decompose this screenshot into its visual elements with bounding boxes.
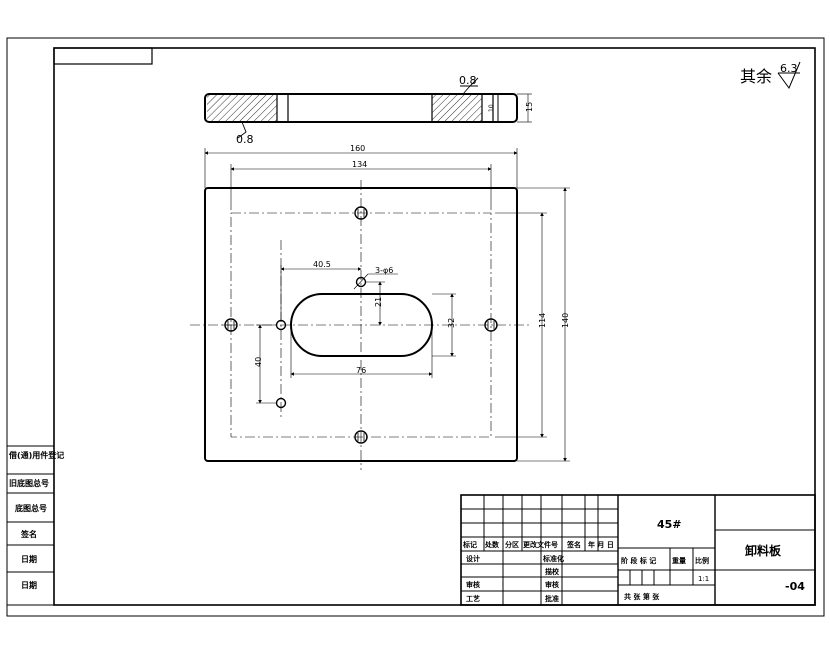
section-view: 0.8 0.8 15 10 <box>204 74 534 146</box>
weight-label: 重量 <box>672 556 686 565</box>
left-row-4: 签名 <box>20 529 37 539</box>
dim-pin-holes: 3-φ6 <box>375 266 393 275</box>
dim-slot-offset: 21 <box>374 297 383 307</box>
label-standardization: 标准化 <box>542 554 564 563</box>
corner-code-box <box>53 47 153 65</box>
left-row-5: 日期 <box>21 554 37 564</box>
roughness-symbol-icon <box>777 61 801 90</box>
label-approve: 批准 <box>545 594 559 603</box>
inner-frame <box>53 47 816 606</box>
outer-frame <box>6 37 825 617</box>
bolt-hole-left <box>224 318 238 332</box>
label-process: 工艺 <box>466 594 480 603</box>
label-design: 设计 <box>466 554 480 563</box>
bolt-hole-bottom <box>354 430 368 444</box>
hdr-count: 处数 <box>484 540 500 549</box>
bolt-hole-inner <box>227 209 495 441</box>
left-row-2: 旧底图总号 <box>9 478 49 488</box>
surface-finish-text: 其余 <box>740 67 772 86</box>
dim-pin-spacing: 40 <box>254 357 263 367</box>
material-value: 45# <box>657 518 682 531</box>
dim-inner: 10 <box>488 104 495 112</box>
sheets-label: 共 张 第 张 <box>624 592 660 601</box>
section-roughness-top: 0.8 <box>459 74 477 87</box>
left-row-6: 日期 <box>21 580 37 590</box>
dim-overall-width: 160 <box>350 144 365 153</box>
bolt-holes <box>224 206 498 444</box>
dim-slot-width: 76 <box>356 366 366 375</box>
label-review: 审核 <box>466 580 480 589</box>
surface-finish-value: 6.3 <box>780 62 798 75</box>
label-drafting: 描校 <box>545 567 560 576</box>
hdr-change-doc: 更改文件号 <box>523 540 558 549</box>
surface-finish-note: 其余 6.3 <box>740 61 801 90</box>
left-row-1: 借(通)用件登记 <box>8 450 64 460</box>
hdr-mark: 标记 <box>462 540 477 549</box>
center-lines <box>190 180 530 470</box>
dim-overall-height: 140 <box>561 313 570 328</box>
plan-view: 160 134 140 114 40.5 3-φ6 21 32 76 40 <box>190 144 570 470</box>
dim-slot-height: 32 <box>447 318 456 328</box>
scale-label: 比例 <box>695 556 709 565</box>
dim-hole-spacing-x: 134 <box>352 160 367 169</box>
left-row-3: 底图总号 <box>14 503 47 513</box>
hdr-date: 年 月 日 <box>588 540 614 549</box>
hdr-zone: 分区 <box>505 540 519 549</box>
stage-mark-label: 阶 段 标 记 <box>621 556 656 565</box>
dim-thickness: 15 <box>525 102 534 112</box>
hdr-sign: 签名 <box>566 540 581 549</box>
title-block: 45# 卸料板 -04 1:1 标记 处数 分区 更改文件号 签名 年 月 日 … <box>460 494 816 606</box>
dimension-lines <box>204 148 570 462</box>
dim-hole-spacing-y: 114 <box>538 313 547 328</box>
pin-holes <box>275 276 367 409</box>
label-audit: 审核 <box>545 580 559 589</box>
bolt-hole-right <box>484 318 498 332</box>
drawing-number: -04 <box>785 580 805 593</box>
section-roughness-bottom: 0.8 <box>236 133 254 146</box>
part-name: 卸料板 <box>745 543 782 558</box>
dim-offset-x: 40.5 <box>313 260 331 269</box>
left-side-block: 借(通)用件登记 旧底图总号 底图总号 签名 日期 日期 <box>6 445 64 606</box>
scale-value: 1:1 <box>698 575 709 583</box>
bolt-hole-top <box>354 206 368 220</box>
